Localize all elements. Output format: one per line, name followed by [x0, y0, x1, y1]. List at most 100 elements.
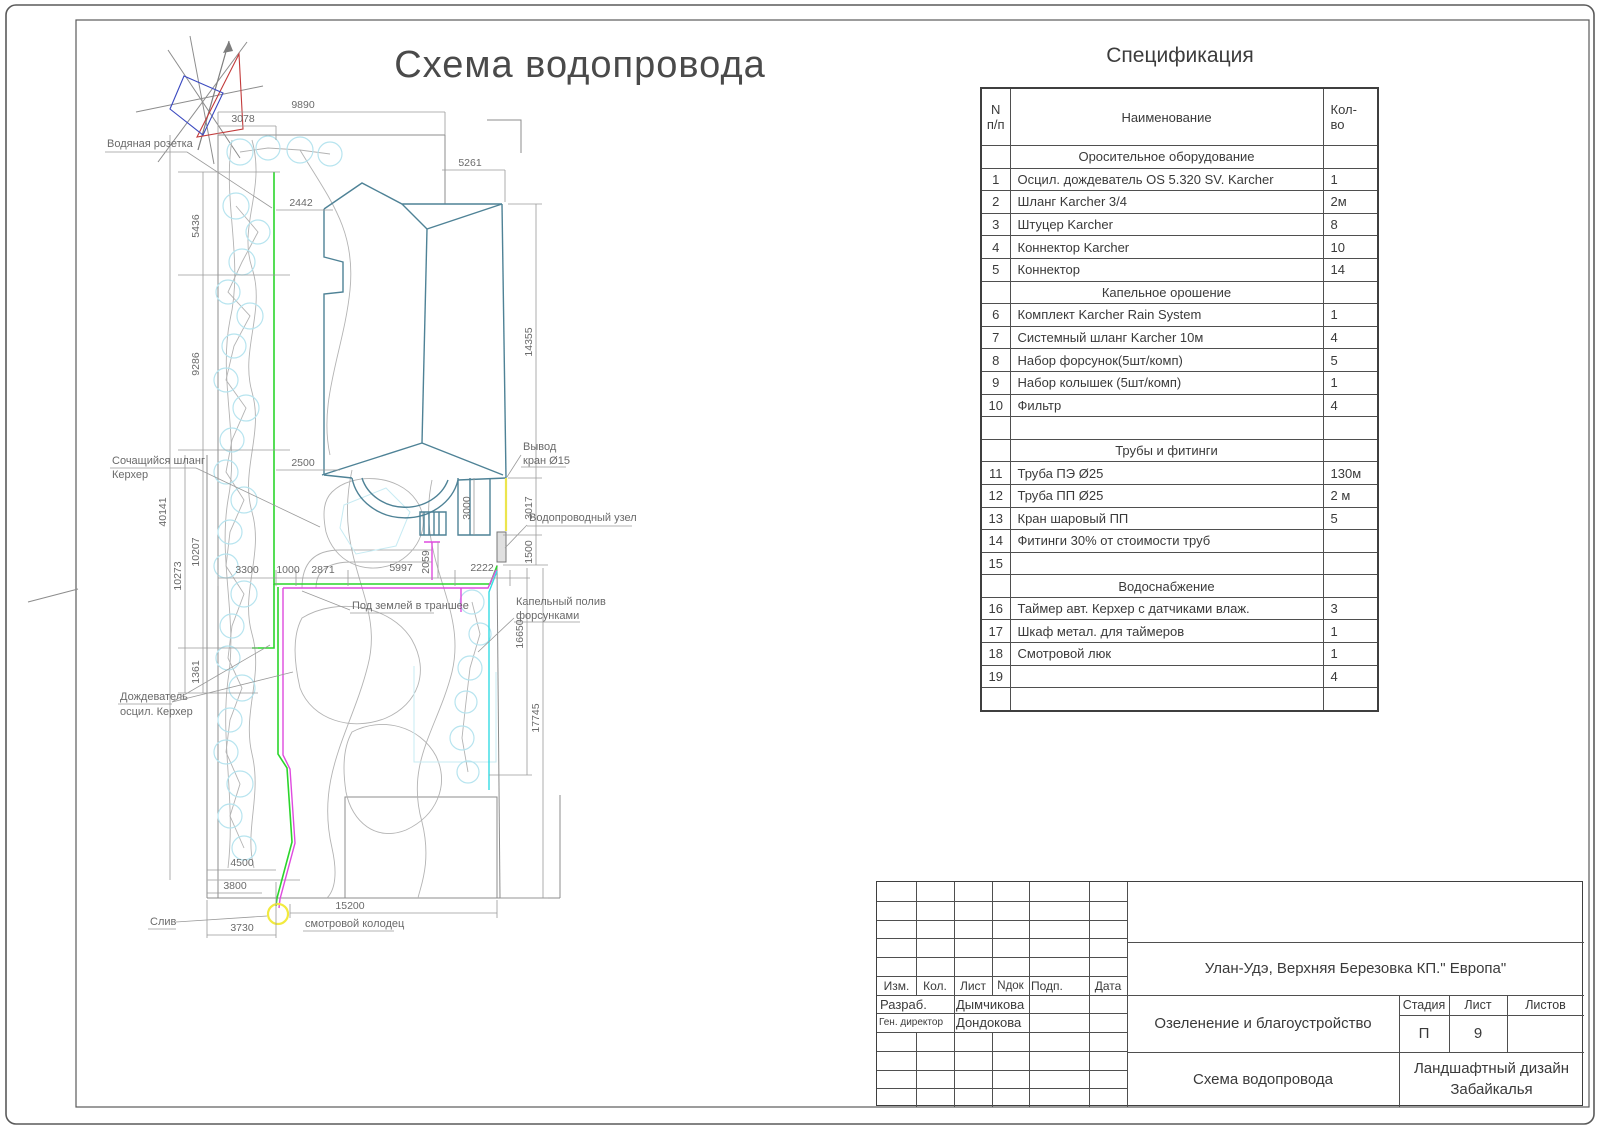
dim-2222: 2222: [470, 562, 494, 574]
spec-cell: 5: [1322, 348, 1379, 372]
tree-row-left: [213, 135, 343, 861]
spec-cell: Смотровой люк: [1009, 642, 1324, 666]
tb-section: Озеленение и благоустройство: [1154, 1015, 1372, 1032]
dim-1000: 1000: [276, 564, 300, 576]
tb-col-kol: Кол.: [923, 978, 947, 993]
spec-cell: Фитинги 30% от стоимости труб: [1009, 529, 1324, 553]
tb-razrab-name: Дымчикова: [956, 996, 1025, 1012]
dim-3078: 3078: [231, 113, 255, 125]
spec-cell: 5: [980, 257, 1011, 282]
label-drain: Слив: [150, 916, 177, 928]
stairs: [419, 511, 447, 536]
spec-cell: 8: [980, 348, 1011, 372]
dim-5436: 5436: [190, 214, 202, 238]
label-sprinkler-2: осцил. Керхер: [120, 706, 193, 718]
spec-table: N п/п Наименование Кол- во Оросительное …: [980, 87, 1379, 712]
spec-cell: Набор форсунок(5шт/комп): [1009, 348, 1324, 372]
titleblock-line: [877, 1070, 1127, 1071]
titleblock-line: [877, 938, 1127, 939]
page-frame: [5, 4, 1595, 1125]
titleblock-line: [1127, 882, 1128, 1107]
dim-2059: 2059: [420, 550, 432, 574]
spec-cell: 14: [1322, 257, 1379, 282]
dim-5997: 5997: [389, 562, 413, 574]
spec-cell: Шланг Karcher 3/4: [1009, 190, 1324, 214]
spec-cell: 9: [980, 370, 1011, 395]
dim-17745: 17745: [530, 703, 542, 732]
label-soaker-hose-2: Керхер: [112, 469, 148, 481]
spec-cell: [980, 574, 1011, 598]
spec-cell: 4: [1322, 325, 1379, 350]
dim-15200: 15200: [335, 900, 364, 912]
label-inspection-well: смотровой колодец: [305, 918, 405, 930]
titleblock-line: [1399, 995, 1400, 1107]
north-arrow-icon: [135, 35, 264, 165]
spec-section-row: Трубы и фитинги: [980, 438, 1379, 463]
spec-section-row: Оросительное оборудование: [980, 145, 1379, 169]
label-drip-1: Капельный полив: [516, 596, 606, 608]
dim-2500: 2500: [291, 457, 315, 469]
spec-cell: 6: [980, 303, 1011, 327]
tb-col-podp: Подп.: [1031, 978, 1063, 993]
spec-cell: [1009, 416, 1324, 440]
tb-razrab-label: Разраб.: [880, 996, 927, 1012]
dim-9286: 9286: [190, 352, 202, 376]
spec-cell: [1322, 145, 1379, 169]
dim-10273: 10273: [172, 561, 184, 590]
spec-cell: [1009, 687, 1324, 712]
spec-cell: 11: [980, 461, 1011, 485]
titleblock-line: [1399, 1015, 1584, 1016]
dim-1361: 1361: [190, 660, 202, 684]
pipe-green-main: [273, 172, 498, 585]
spec-cell: [980, 416, 1011, 440]
titleblock-line: [1127, 942, 1584, 943]
dim-3017: 3017: [523, 496, 535, 520]
tb-col-list: Лист: [959, 978, 987, 993]
titleblock-line: [877, 1088, 1127, 1089]
spec-cell: 1: [1322, 167, 1379, 192]
spec-cell: Коннектор Karcher: [1009, 235, 1324, 259]
tb-gendir-label: Ген. директор: [879, 1017, 944, 1028]
label-soaker-hose-1: Сочащийся шланг: [112, 455, 205, 467]
label-outlet-1: Вывод: [523, 441, 557, 453]
spec-cell: 1: [1322, 370, 1379, 395]
titleblock-line: [877, 976, 1127, 977]
tb-col-data: Дата: [1094, 978, 1122, 993]
spec-title: Спецификация: [1106, 44, 1254, 67]
spec-header-name: Наименование: [1009, 87, 1324, 146]
titleblock-line: [916, 1032, 917, 1107]
dim-10207: 10207: [190, 537, 202, 566]
spec-cell: 15: [980, 551, 1011, 576]
page-title: Схема водопровода: [394, 44, 766, 86]
spec-cell: Комплект Karcher Rain System: [1009, 303, 1324, 327]
spec-cell: Труба ПП Ø25: [1009, 483, 1324, 508]
spec-section-row: Водоснабжение: [980, 574, 1379, 598]
spec-cell: Таймер авт. Керхер с датчиками влаж.: [1009, 596, 1324, 621]
spec-cell: Трубы и фитинги: [1009, 438, 1324, 463]
tb-company: Ландшафтный дизайн Забайкалья: [1413, 1060, 1570, 1098]
titleblock-line: [1127, 1052, 1584, 1053]
spec-cell: Штуцер Karcher: [1009, 212, 1324, 237]
spec-cell: 19: [980, 664, 1011, 689]
dim-4500: 4500: [230, 857, 254, 869]
titleblock-line: [877, 995, 1127, 996]
spec-cell: [1322, 529, 1379, 553]
tb-col-ndok: Nдок: [997, 979, 1024, 992]
spec-cell: Труба ПЭ Ø25: [1009, 461, 1324, 485]
titleblock-line: [1449, 995, 1450, 1052]
dim-5261: 5261: [458, 157, 482, 169]
pond-shape: [339, 487, 411, 555]
spec-cell: [1322, 438, 1379, 463]
dim-3000: 3000: [461, 496, 473, 520]
spec-row: [980, 416, 1379, 440]
tb-sheet-value: 9: [1473, 1025, 1483, 1042]
titleblock-line: [877, 1032, 1127, 1033]
spec-cell: 2м: [1322, 190, 1379, 214]
